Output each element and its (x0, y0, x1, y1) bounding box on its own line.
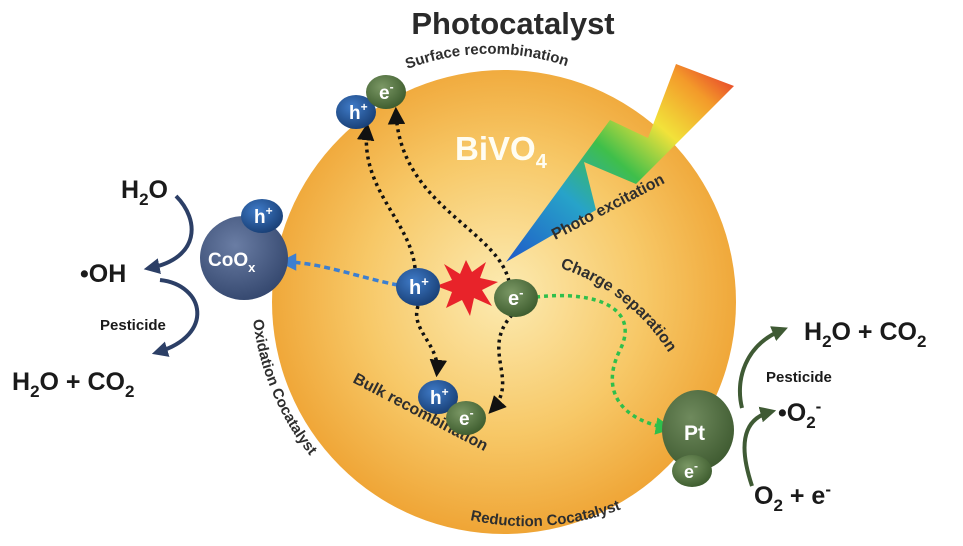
surface-carrier-pair: h+ e- (336, 75, 406, 129)
hole-particle (418, 380, 458, 414)
cooxide-label: CoOx (208, 250, 256, 275)
reduction-products: H2O + CO2 (804, 318, 926, 351)
light-bolt-icon (506, 64, 734, 262)
pt-label: Pt (684, 422, 705, 445)
electron-transfer-arrow (535, 293, 674, 435)
pt-electron-particle (672, 455, 712, 487)
hole-symbol: h+ (430, 385, 449, 409)
pt-cocatalyst (662, 390, 734, 470)
electron-symbol: e- (379, 80, 394, 104)
electron-particle (494, 279, 538, 317)
electron-to-surface-arrow (387, 106, 512, 289)
reduction-pesticide-label: Pesticide (766, 369, 832, 386)
hole-to-surface-arrow (356, 122, 417, 269)
pt-electron-symbol: e- (684, 459, 698, 482)
electron-particle (446, 401, 486, 435)
superoxide-radical: •O2- (778, 397, 821, 432)
hole-symbol: h+ (349, 100, 368, 124)
hole-to-bulk-arrow (414, 305, 448, 378)
reduction-reactants: O2 + e- (754, 480, 831, 515)
hydroxyl-radical: •OH (80, 260, 126, 288)
oh-to-products-arrow (151, 278, 200, 357)
hole-transfer-arrow (278, 253, 399, 287)
hole-particle (336, 95, 376, 129)
electron-particle (366, 75, 406, 109)
oxidation-products: H2O + CO2 (12, 368, 134, 401)
electron-symbol: e- (459, 406, 474, 430)
cocatalyst-hole-particle (241, 199, 283, 233)
electron-symbol: e- (508, 285, 523, 310)
hole-particle (396, 268, 440, 306)
center-carrier-pair: h+ e- (396, 268, 538, 317)
cocatalyst-hole-symbol: h+ (254, 204, 273, 228)
superoxide-to-products-arrow (737, 326, 788, 409)
diagram-title: Photocatalyst (411, 6, 614, 41)
oxidation-pesticide-label: Pesticide (100, 317, 166, 334)
hole-symbol: h+ (409, 274, 429, 299)
bulk-carrier-pair: h+ e- (418, 380, 486, 435)
oxygen-to-superoxide-arrow (742, 406, 777, 487)
water-to-oh-arrow (143, 194, 194, 274)
excitation-spark-icon (436, 260, 498, 316)
cooxide-cocatalyst (200, 216, 288, 300)
oxidation-reactant-water: H2O (121, 176, 168, 209)
surface-recombination-label: Surface recombination (403, 41, 571, 73)
material-label: BiVO4 (455, 130, 548, 173)
